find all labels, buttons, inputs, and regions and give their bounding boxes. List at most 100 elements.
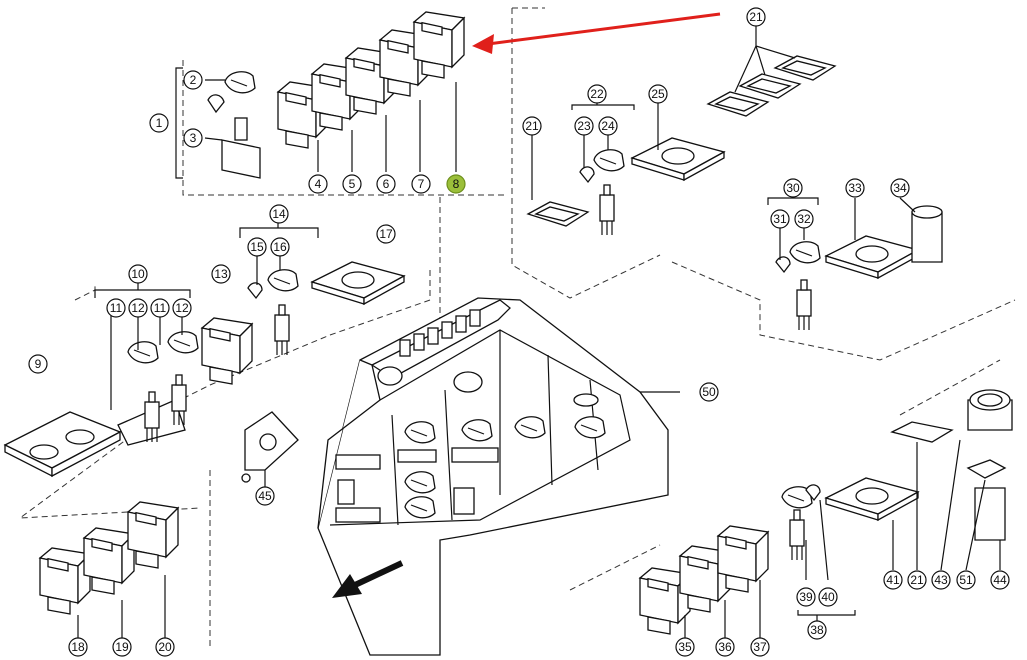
svg-text:21: 21 <box>525 119 539 133</box>
svg-text:33: 33 <box>848 181 862 195</box>
callout-32: 32 <box>794 209 814 229</box>
callout-25: 25 <box>648 84 668 104</box>
callout-2: 2 <box>183 70 203 90</box>
callout-45: 45 <box>255 486 275 506</box>
callout-labels: 1 2 3 4 5 6 7 8 9 10 11 12 11 12 13 14 1… <box>28 7 1010 657</box>
svg-text:12: 12 <box>131 301 145 315</box>
callout-10: 10 <box>128 264 148 284</box>
svg-text:2: 2 <box>190 73 197 87</box>
callout-41: 41 <box>883 570 903 590</box>
svg-text:35: 35 <box>678 640 692 654</box>
bracket-45 <box>241 411 299 488</box>
svg-text:24: 24 <box>601 119 615 133</box>
direction-arrow <box>332 560 404 598</box>
svg-text:30: 30 <box>786 181 800 195</box>
svg-text:21: 21 <box>749 10 763 24</box>
svg-text:12: 12 <box>175 301 189 315</box>
svg-text:31: 31 <box>773 212 787 226</box>
svg-text:3: 3 <box>190 131 197 145</box>
svg-text:20: 20 <box>158 640 172 654</box>
svg-text:1: 1 <box>156 116 163 130</box>
callout-21-left: 21 <box>522 116 542 136</box>
svg-text:4: 4 <box>315 177 322 191</box>
switch-group-left <box>3 222 405 478</box>
svg-text:18: 18 <box>71 640 85 654</box>
svg-text:50: 50 <box>702 385 716 399</box>
svg-text:44: 44 <box>993 573 1007 587</box>
callout-12-b: 12 <box>172 298 192 318</box>
callout-33: 33 <box>845 178 865 198</box>
svg-text:37: 37 <box>753 640 767 654</box>
svg-text:51: 51 <box>959 573 973 587</box>
callout-36: 36 <box>715 637 735 657</box>
svg-text:23: 23 <box>577 119 591 133</box>
svg-text:45: 45 <box>258 489 272 503</box>
callout-5: 5 <box>342 174 362 194</box>
callout-12: 12 <box>128 298 148 318</box>
svg-text:11: 11 <box>154 301 167 315</box>
callout-17: 17 <box>376 224 396 244</box>
callout-30: 30 <box>783 178 803 198</box>
svg-text:22: 22 <box>590 87 604 101</box>
svg-text:21: 21 <box>910 573 924 587</box>
callout-22: 22 <box>587 84 607 104</box>
group-boundaries <box>18 7 1016 650</box>
svg-text:43: 43 <box>934 573 948 587</box>
switch-group-right <box>527 26 943 331</box>
indicator-arrow <box>472 12 721 54</box>
svg-text:6: 6 <box>383 177 390 191</box>
svg-text:19: 19 <box>115 640 129 654</box>
svg-text:8: 8 <box>453 177 460 191</box>
svg-text:13: 13 <box>214 267 228 281</box>
callout-21-bottom: 21 <box>907 570 927 590</box>
svg-text:17: 17 <box>379 227 393 241</box>
callout-20: 20 <box>155 637 175 657</box>
svg-text:14: 14 <box>272 207 286 221</box>
callout-43: 43 <box>931 570 951 590</box>
callout-3: 3 <box>183 128 203 148</box>
callout-11-b: 11 <box>150 298 170 318</box>
callout-4: 4 <box>308 174 328 194</box>
svg-text:15: 15 <box>250 240 264 254</box>
callout-13: 13 <box>211 264 231 284</box>
callout-34: 34 <box>890 178 910 198</box>
svg-text:11: 11 <box>110 301 123 315</box>
callout-50: 50 <box>699 382 719 402</box>
callout-21-top: 21 <box>746 7 766 27</box>
callout-44: 44 <box>990 570 1010 590</box>
svg-text:16: 16 <box>273 240 287 254</box>
callout-6: 6 <box>376 174 396 194</box>
callout-38: 38 <box>807 620 827 640</box>
callout-16: 16 <box>270 237 290 257</box>
callout-37: 37 <box>750 637 770 657</box>
callout-1: 1 <box>149 113 169 133</box>
svg-text:34: 34 <box>893 181 907 195</box>
callout-40: 40 <box>818 587 838 607</box>
svg-text:9: 9 <box>35 357 42 371</box>
svg-text:32: 32 <box>797 212 811 226</box>
switch-group-top <box>175 11 465 179</box>
callout-11: 11 <box>106 298 126 318</box>
callout-19: 19 <box>112 637 132 657</box>
switch-group-bottom-right <box>639 389 1013 642</box>
callout-39: 39 <box>796 587 816 607</box>
switch-group-bottom-left <box>39 501 179 640</box>
svg-text:36: 36 <box>718 640 732 654</box>
svg-text:10: 10 <box>131 267 145 281</box>
callout-14: 14 <box>269 204 289 224</box>
callout-24: 24 <box>598 116 618 136</box>
callout-18: 18 <box>68 637 88 657</box>
callout-35: 35 <box>675 637 695 657</box>
callout-23: 23 <box>574 116 594 136</box>
callout-7: 7 <box>411 174 431 194</box>
svg-text:39: 39 <box>799 590 813 604</box>
svg-text:41: 41 <box>886 573 900 587</box>
svg-text:38: 38 <box>810 623 824 637</box>
callout-15: 15 <box>247 237 267 257</box>
svg-text:7: 7 <box>418 177 425 191</box>
console-50 <box>317 297 680 656</box>
callout-8: 8 <box>446 174 466 194</box>
svg-text:40: 40 <box>821 590 835 604</box>
svg-text:25: 25 <box>651 87 665 101</box>
